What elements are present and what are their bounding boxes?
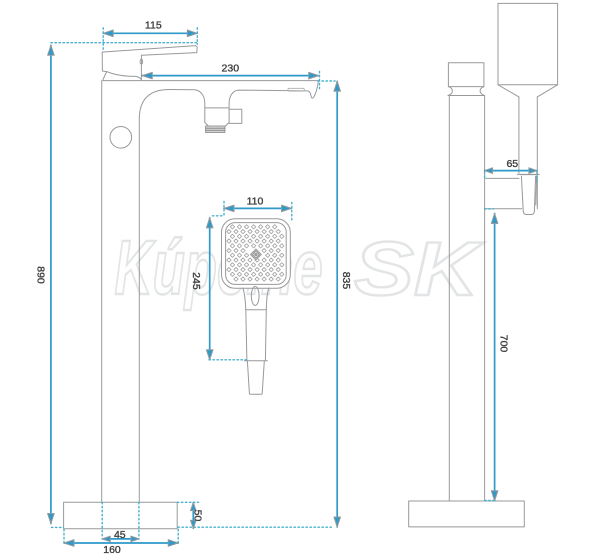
svg-text:50: 50 [192,510,204,522]
svg-text:245: 245 [190,272,202,290]
svg-text:45: 45 [114,529,126,541]
svg-text:Kúpelne: Kúpelne [115,224,323,310]
svg-text:65: 65 [506,158,518,170]
svg-text:160: 160 [103,544,121,555]
svg-text:835: 835 [340,272,352,290]
svg-text:SK: SK [354,226,485,311]
svg-text:890: 890 [35,266,47,284]
svg-text:230: 230 [222,63,240,75]
svg-text:115: 115 [145,20,162,32]
svg-text:700: 700 [497,335,509,353]
svg-text:110: 110 [247,196,264,208]
